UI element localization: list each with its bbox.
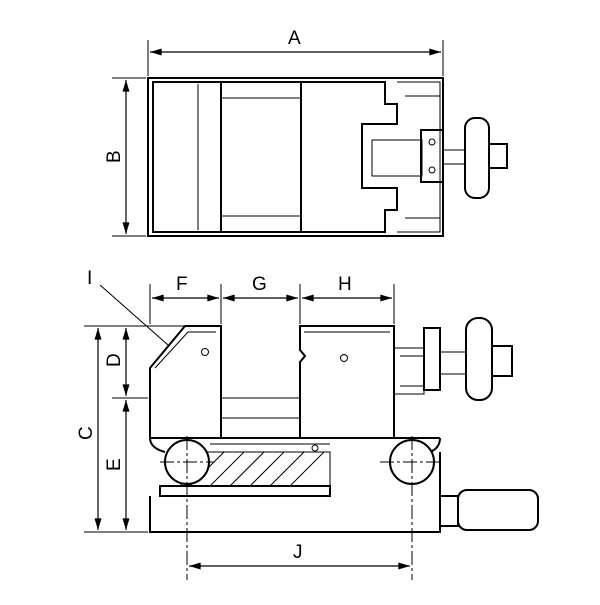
dimension-h: H: [301, 274, 395, 324]
dimension-e: E: [104, 399, 130, 530]
label-d: D: [104, 353, 125, 367]
side-view: [149, 317, 539, 580]
label-b: B: [104, 150, 125, 163]
label-a: A: [288, 28, 301, 49]
label-c: C: [76, 426, 97, 440]
dimension-d: D: [104, 327, 148, 399]
top-view: [147, 77, 508, 237]
label-e: E: [104, 458, 125, 471]
label-h: H: [338, 274, 352, 295]
dimension-i: I: [87, 268, 169, 346]
dimension-f: F: [149, 274, 222, 324]
label-i: I: [87, 268, 92, 289]
label-j: J: [293, 542, 303, 563]
dimension-j: J: [189, 542, 411, 570]
label-f: F: [176, 274, 188, 295]
dimension-b: B: [104, 77, 146, 237]
dimension-g: G: [223, 274, 301, 324]
label-g: G: [252, 274, 267, 295]
dimension-a: A: [147, 28, 444, 76]
dimension-c: C: [76, 325, 222, 533]
